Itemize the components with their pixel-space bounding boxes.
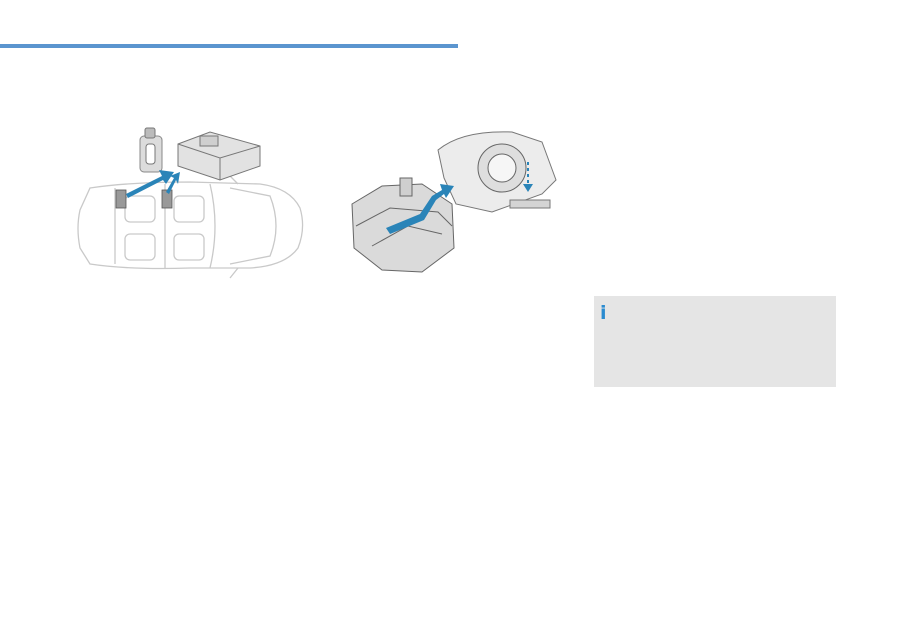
car-topview-kit-illustration: [77, 127, 304, 279]
kit-location-right-icon: [161, 189, 173, 209]
kit-location-left-icon: [115, 189, 127, 209]
section-header-rule: [0, 44, 458, 48]
arrow-icon: [126, 170, 180, 198]
compressor-icon: [177, 131, 261, 181]
info-box: i: [594, 296, 836, 387]
storage-tray-illustration: [351, 131, 557, 273]
arrow-head-icon: [523, 184, 533, 192]
arrow-icon: [386, 184, 454, 234]
car-body-icon: [77, 175, 304, 279]
info-icon: i: [600, 302, 607, 324]
floor-cover-icon: [437, 131, 557, 213]
sealant-bottle-icon: [139, 127, 163, 173]
